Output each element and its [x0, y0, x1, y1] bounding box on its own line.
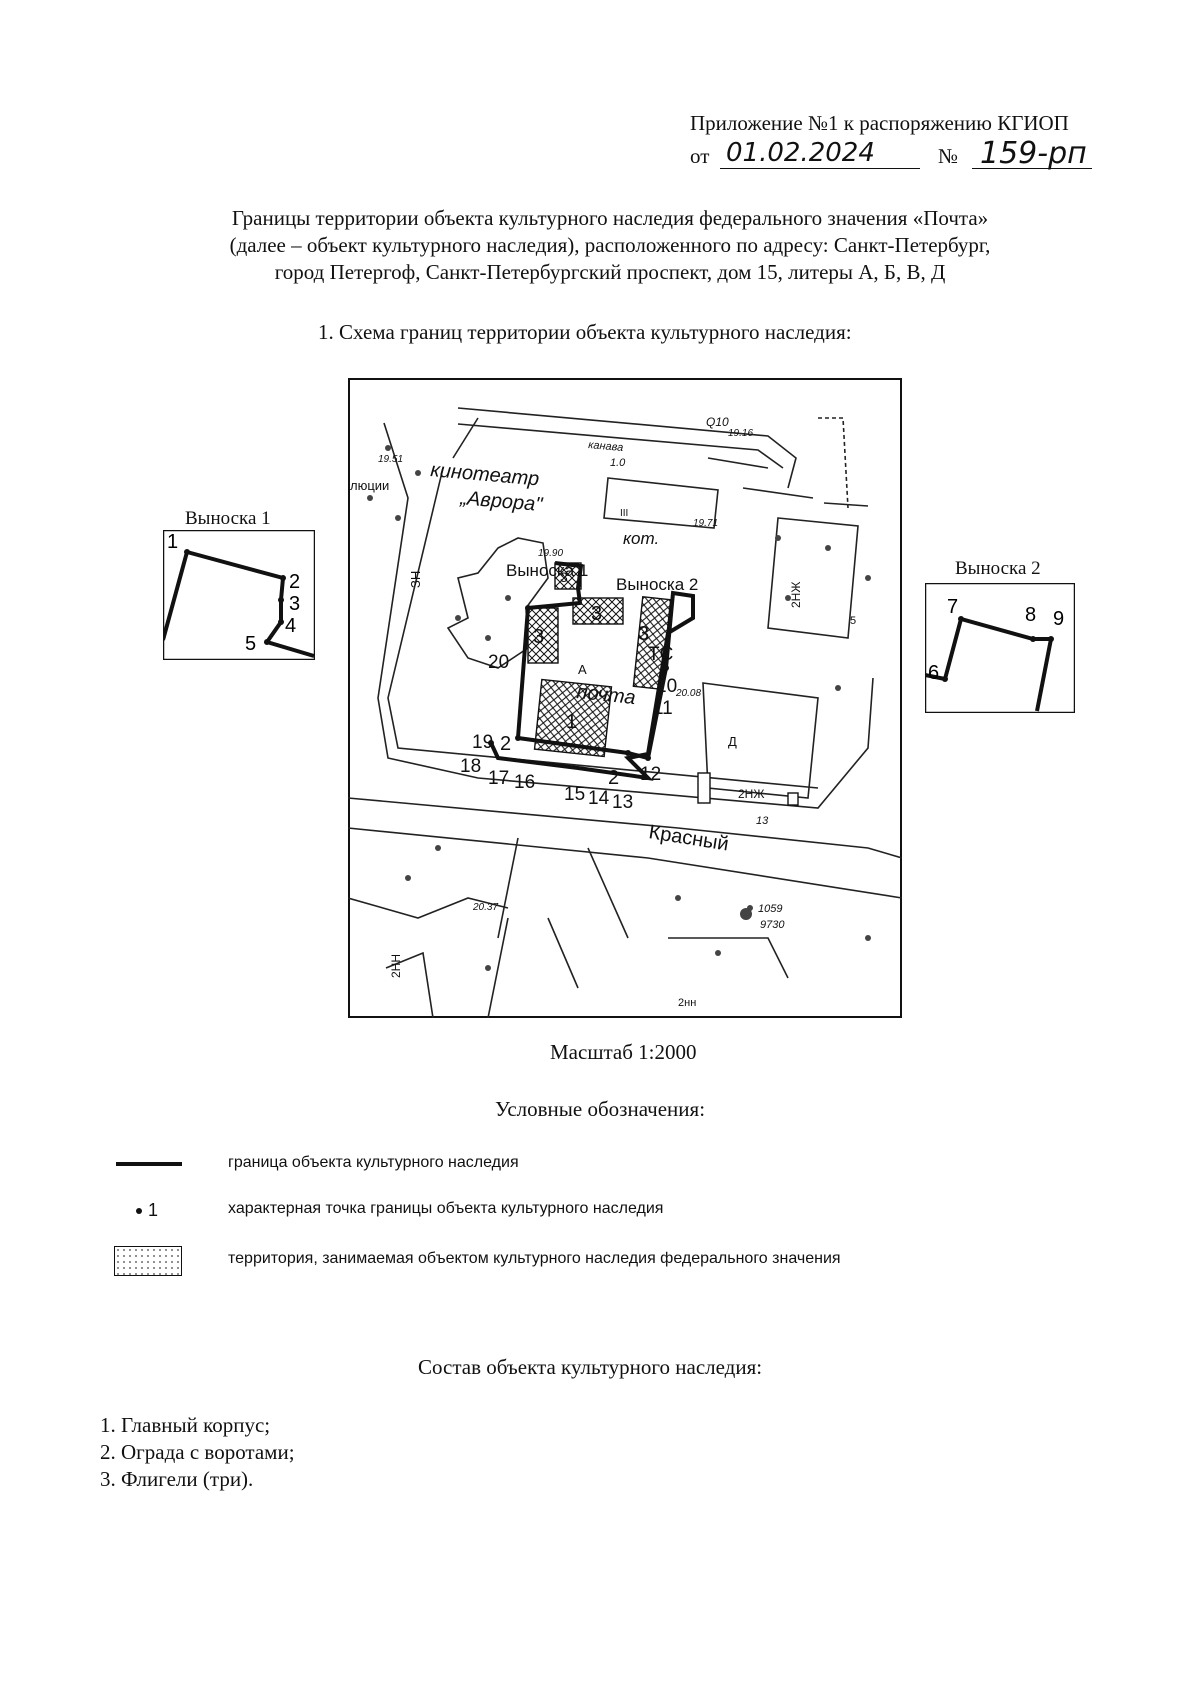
- map-callout1-text: Выноска 1: [506, 561, 588, 580]
- order-date: 01.02.2024: [726, 138, 875, 168]
- map-point-10: 10: [656, 676, 677, 697]
- callout2-label: Выноска 2: [955, 558, 1041, 579]
- callout2-point-9: 9: [1053, 608, 1064, 630]
- legend-point-symbol: [136, 1208, 142, 1214]
- map-ts: ТС: [648, 644, 673, 665]
- appendix-header: Приложение №1 к распоряжению КГИОП: [690, 110, 1170, 136]
- map-height-7: 1.0: [610, 457, 626, 469]
- scheme-heading: 1. Схема границ территории объекта культ…: [318, 320, 852, 344]
- composition-title: Состав объекта культурного наследия:: [418, 1355, 763, 1379]
- date-underline: [720, 168, 920, 169]
- map-callout2-text: Выноска 2: [616, 575, 698, 594]
- map-point-12: 12: [640, 764, 661, 785]
- order-number: 159-рп: [980, 136, 1087, 171]
- map-height-4: 19.16: [728, 428, 753, 439]
- map-object-3b: 3: [591, 603, 602, 625]
- map-height-6: 20.37: [472, 902, 498, 913]
- callout1-point-3: 3: [289, 593, 300, 615]
- callout2-box: 6 7 8 9: [925, 583, 1075, 713]
- map-object-3a: 3: [533, 626, 544, 648]
- callout2-point-8: 8: [1025, 604, 1036, 626]
- map-height-5: 20.08: [675, 688, 701, 699]
- map-point-19: 19: [472, 732, 493, 753]
- composition-item: 1. Главный корпус;: [100, 1413, 271, 1437]
- from-label: от: [690, 144, 710, 168]
- map-point-16: 16: [514, 772, 535, 793]
- callout2-point-6: 6: [928, 662, 939, 684]
- map-object-1: 1: [566, 711, 577, 733]
- composition-item: 3. Флигели (три).: [100, 1467, 254, 1491]
- map-kot: кот.: [623, 529, 659, 548]
- map-point-13: 13: [612, 792, 633, 813]
- map-house-3: 2НН: [389, 954, 403, 978]
- cadastral-map: кинотеатр „Аврора" почта Красный Выноска…: [348, 378, 902, 1018]
- callout1-box: 1 2 3 4 5: [163, 530, 315, 660]
- map-height-2: 19.90: [538, 548, 563, 559]
- map-point-17: 17: [488, 768, 509, 789]
- legend-point-label: 1: [148, 1200, 159, 1220]
- map-point-11: 11: [653, 698, 673, 719]
- map-house-1: 2НЖ: [738, 787, 764, 801]
- map-house-2: 2НЖ: [789, 582, 803, 608]
- callout1-point-5: 5: [245, 633, 256, 655]
- callout1-label: Выноска 1: [185, 508, 271, 529]
- callout1-point-4: 4: [285, 615, 296, 637]
- map-zn: ЗН: [408, 571, 423, 588]
- map-height-8: Q10: [706, 415, 729, 429]
- callout1-point-1: 1: [167, 531, 178, 553]
- title-line-3: город Петергоф, Санкт-Петербургский прос…: [274, 260, 946, 284]
- legend-title: Условные обозначения:: [495, 1097, 706, 1121]
- legend-point-text: характерная точка границы объекта культу…: [228, 1200, 664, 1217]
- map-letter-d: Д: [728, 734, 737, 749]
- composition-item: 2. Ограда с воротами;: [100, 1440, 295, 1464]
- map-num9730: 9730: [760, 919, 785, 931]
- map-kanava: канава: [588, 439, 624, 454]
- map-height-3: 19.71: [693, 518, 718, 529]
- map-num5: 5: [850, 615, 856, 627]
- callout2-point-7: 7: [947, 596, 958, 618]
- title-line-2: (далее – объект культурного наследия), р…: [229, 233, 991, 257]
- map-frame: [348, 378, 902, 1018]
- map-scale: Масштаб 1:2000: [550, 1040, 697, 1064]
- map-num13: 13: [756, 815, 769, 827]
- callout1-point-2: 2: [289, 571, 300, 593]
- document-title: Границы территории объекта культурного н…: [110, 205, 1110, 286]
- map-point-20: 20: [488, 652, 509, 673]
- map-object-2a: 2: [500, 733, 511, 755]
- legend-line-symbol: [116, 1162, 182, 1166]
- map-object-3c: 3: [638, 623, 649, 645]
- appendix-line: Приложение №1 к распоряжению КГИОП: [690, 111, 1069, 135]
- map-height-1: 19.51: [378, 454, 403, 465]
- map-object-2b: 2: [608, 767, 619, 789]
- map-point-18: 18: [460, 756, 481, 777]
- map-point-14: 14: [588, 788, 610, 809]
- map-roman3: III: [620, 508, 628, 519]
- legend-line-text: граница объекта культурного наследия: [228, 1154, 519, 1171]
- map-num1059: 1059: [758, 903, 782, 915]
- map-object-3d: 3: [560, 569, 568, 585]
- title-line-1: Границы территории объекта культурного н…: [231, 206, 989, 230]
- map-lyutsii: люции: [350, 478, 389, 493]
- number-underline: [972, 168, 1092, 169]
- legend-area-symbol: [114, 1246, 182, 1276]
- composition-list: 1. Главный корпус; 2. Ограда с воротами;…: [100, 1412, 295, 1493]
- map-point-15: 15: [564, 784, 585, 805]
- map-letter-a: А: [578, 662, 587, 677]
- order-ref: от 01.02.2024 № 159-рп: [690, 136, 1170, 172]
- map-house-4: 2нн: [678, 997, 696, 1009]
- number-label: №: [938, 144, 959, 168]
- legend-area-text: территория, занимаемая объектом культурн…: [228, 1250, 841, 1267]
